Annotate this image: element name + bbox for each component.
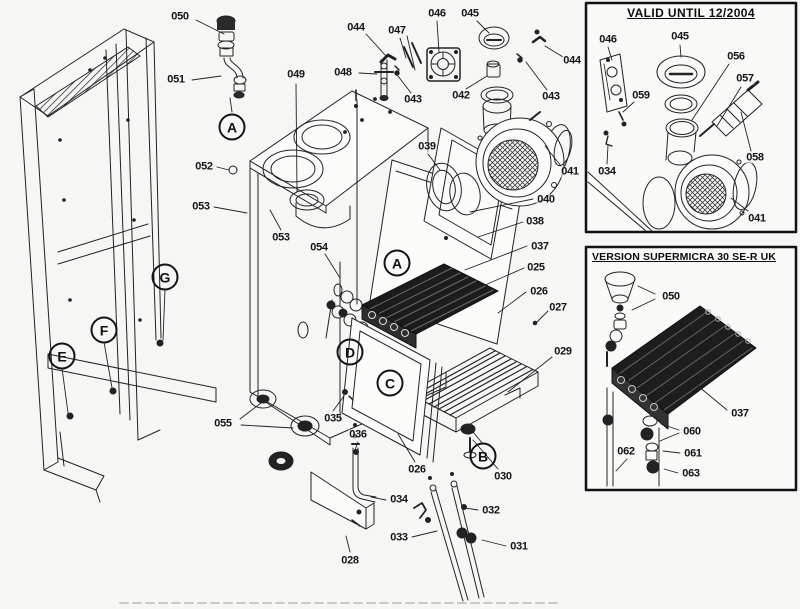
part-label-044: 044: [562, 54, 582, 67]
callout-C: C: [376, 369, 404, 397]
part-label-035: 035: [323, 412, 343, 425]
part-label-030: 030: [493, 470, 513, 483]
inset-bottom-label-037: 037: [730, 407, 750, 420]
part-label-032: 032: [481, 504, 501, 517]
callout-G: G: [151, 263, 179, 291]
inset-top-label-059: 059: [631, 89, 651, 102]
part-label-048: 048: [333, 66, 353, 79]
part-label-040: 040: [536, 193, 556, 206]
part-label-041: 041: [560, 165, 580, 178]
part-label-052: 052: [194, 160, 214, 173]
inset-top-label-046: 046: [598, 33, 618, 46]
inset-valid-until-box: [584, 1, 798, 234]
callout-B: B: [469, 442, 497, 470]
part-label-029: 029: [553, 345, 573, 358]
callout-E: E: [48, 342, 76, 370]
part-label-034: 034: [389, 493, 409, 506]
inset-bottom-label-060: 060: [682, 425, 702, 438]
wall-mounting-frame: [19, 28, 217, 503]
part-label-037: 037: [530, 240, 550, 253]
part-label-025: 025: [526, 261, 546, 274]
heat-exchanger: [326, 263, 499, 349]
cabinet-casing: [228, 89, 447, 446]
part-label-047: 047: [387, 24, 407, 37]
inset-top-label-045: 045: [670, 30, 690, 43]
part-label-044: 044: [346, 21, 366, 34]
part-label-055: 055: [213, 417, 233, 430]
part-label-026: 026: [529, 285, 549, 298]
part-label-053: 053: [271, 231, 291, 244]
part-label-028: 028: [340, 554, 360, 567]
inset-bottom-label-063: 063: [681, 467, 701, 480]
inset-top-label-056: 056: [726, 50, 746, 63]
part-label-046: 046: [427, 7, 447, 20]
part-label-054: 054: [309, 241, 329, 254]
inset-top-label-057: 057: [735, 72, 755, 85]
part-label-042: 042: [451, 89, 471, 102]
inset-bottom-title: VERSION SUPERMICRA 30 SE-R UK: [592, 251, 776, 263]
part-label-038: 038: [525, 215, 545, 228]
part-label-033: 033: [389, 531, 409, 544]
part-label-051: 051: [166, 73, 186, 86]
callout-A: A: [218, 113, 246, 141]
part-label-053: 053: [191, 200, 211, 213]
part-label-039: 039: [417, 140, 437, 153]
fan-assembly: [475, 86, 573, 207]
bottom-parts: [119, 389, 561, 604]
part-label-031: 031: [509, 540, 529, 553]
callout-F: F: [90, 316, 118, 344]
part-label-027: 027: [548, 301, 568, 314]
inset-top-title: VALID UNTIL 12/2004: [627, 6, 755, 20]
inset-bottom-label-050: 050: [661, 290, 681, 303]
inset-top-label-034: 034: [597, 165, 617, 178]
part-label-049: 049: [286, 68, 306, 81]
part-label-043: 043: [403, 93, 423, 106]
flue-and-valve-fittings: [216, 15, 547, 101]
part-label-036: 036: [348, 428, 368, 441]
callout-A: A: [383, 249, 411, 277]
inset-top-label-041: 041: [747, 212, 767, 225]
part-label-050: 050: [170, 10, 190, 23]
inset-bottom-label-062: 062: [616, 445, 636, 458]
part-label-043: 043: [541, 90, 561, 103]
inset-top-label-058: 058: [745, 151, 765, 164]
callout-D: D: [336, 338, 364, 366]
inset-bottom-label-061: 061: [683, 447, 703, 460]
burner-assembly: [407, 320, 539, 459]
part-label-045: 045: [460, 7, 480, 20]
part-label-026: 026: [407, 463, 427, 476]
